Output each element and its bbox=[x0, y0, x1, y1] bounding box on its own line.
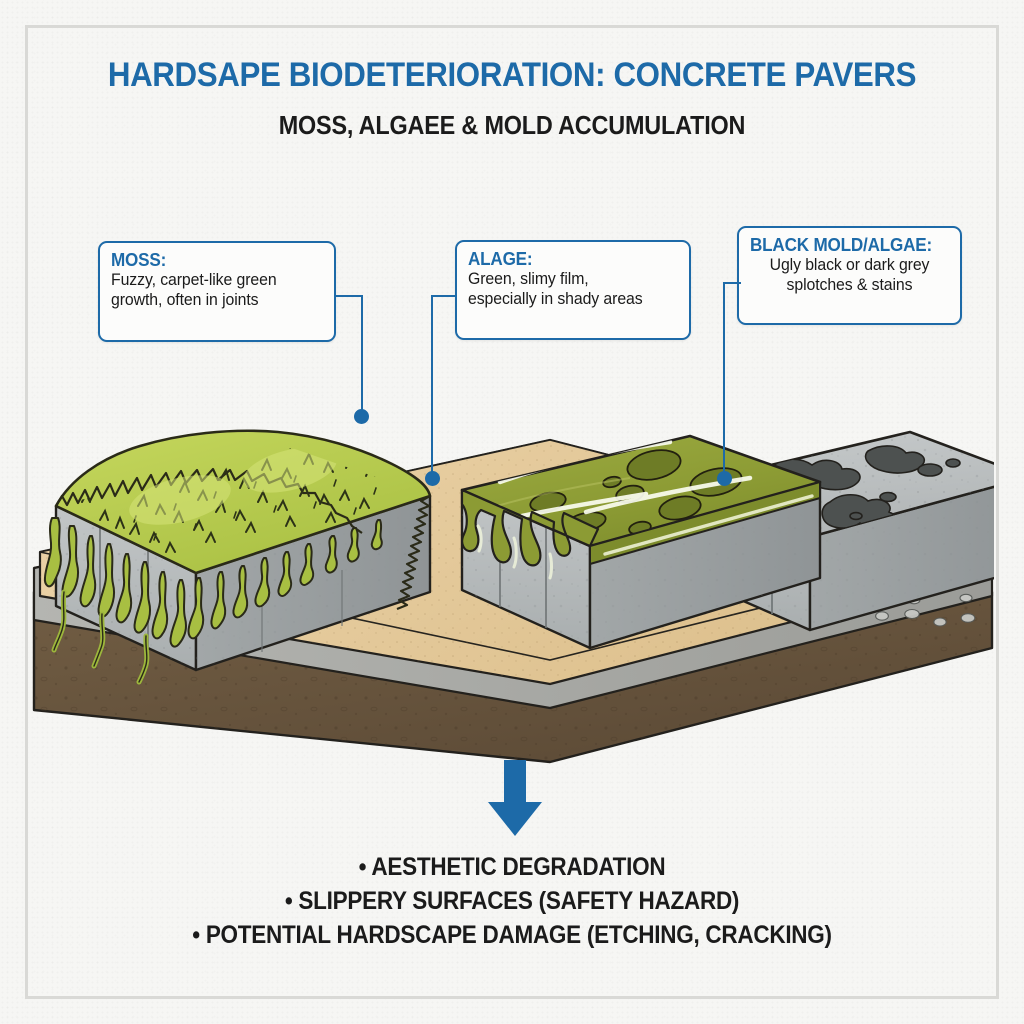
moss-tendrils bbox=[43, 517, 383, 648]
poster-frame-border bbox=[25, 25, 999, 999]
callout-moss-heading: MOSS: bbox=[111, 250, 167, 270]
callout-algae-line1: Green, slimy film, bbox=[468, 270, 589, 289]
leader-dot-black-mold bbox=[717, 471, 732, 486]
callout-algae[interactable]: ALAGE: Green, slimy film, especially in … bbox=[455, 240, 691, 340]
leader-line-algae-horizontal bbox=[431, 295, 457, 298]
callout-algae-heading: ALAGE: bbox=[468, 249, 533, 269]
callout-black-mold-heading: BLACK MOLD/ALGAE: bbox=[750, 235, 932, 255]
algae-drips bbox=[460, 488, 600, 567]
leader-line-moss-vertical bbox=[361, 295, 364, 417]
leader-line-black-mold-horizontal bbox=[723, 282, 741, 285]
leader-dot-algae bbox=[425, 471, 440, 486]
callout-algae-line2: especially in shady areas bbox=[468, 290, 643, 309]
callout-black-mold-line2: splotches & stains bbox=[786, 276, 913, 295]
page-title: HARDSAPE BIODETERIORATION: CONCRETE PAVE… bbox=[107, 56, 917, 94]
paver-illustration bbox=[30, 330, 994, 800]
leader-line-algae-vertical bbox=[431, 295, 434, 479]
moss-fuzz-side bbox=[396, 495, 431, 611]
leader-dot-moss bbox=[354, 409, 369, 424]
callout-moss[interactable]: MOSS: Fuzzy, carpet-like green growth, o… bbox=[98, 241, 336, 342]
callout-black-mold-line1: Ugly black or dark grey bbox=[769, 256, 930, 275]
consequence-item-1: • AESTHETIC DEGRADATION bbox=[358, 853, 666, 881]
callout-moss-line1: Fuzzy, carpet-like green bbox=[111, 271, 277, 290]
down-arrow-icon bbox=[484, 760, 546, 838]
callout-moss-line2: growth, often in joints bbox=[111, 291, 259, 310]
leader-line-black-mold-vertical bbox=[723, 282, 726, 479]
consequence-item-2: • SLIPPERY SURFACES (SAFETY HAZARD) bbox=[284, 887, 740, 915]
paver-block-moss bbox=[43, 429, 432, 685]
paver-block-algae bbox=[460, 434, 822, 650]
leader-line-moss-horizontal bbox=[334, 295, 363, 298]
consequence-item-3: • POTENTIAL HARDSCAPE DAMAGE (ETCHING, C… bbox=[192, 921, 832, 949]
callout-black-mold[interactable]: BLACK MOLD/ALGAE: Ugly black or dark gre… bbox=[737, 226, 962, 325]
consequences-list: • AESTHETIC DEGRADATION • SLIPPERY SURFA… bbox=[0, 850, 1024, 952]
page-subtitle: MOSS, ALGAEE & MOLD ACCUMULATION bbox=[278, 110, 746, 140]
